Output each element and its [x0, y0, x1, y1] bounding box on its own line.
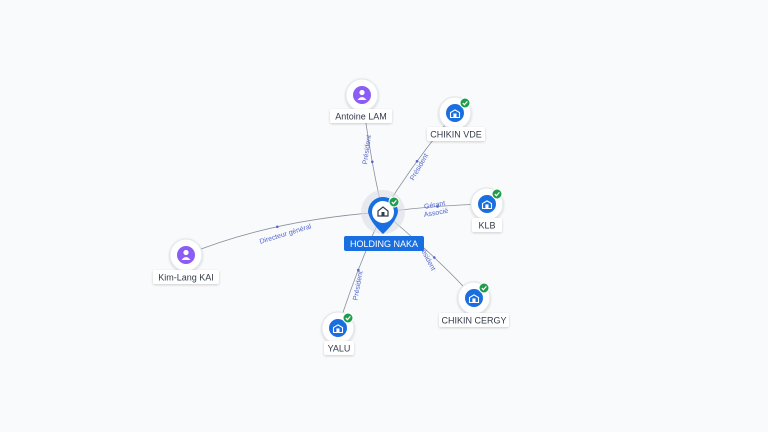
edge-label: Président	[362, 135, 373, 165]
node-label: KLB	[478, 221, 495, 231]
edge-arrow	[433, 256, 436, 259]
node-antoine[interactable]: Antoine LAM	[330, 78, 392, 123]
edge-label: Associé	[423, 208, 448, 219]
node-label-bg	[324, 341, 354, 355]
node-label: YALU	[328, 344, 351, 354]
node-label-bg	[427, 127, 485, 141]
node-chikin_cergy[interactable]: CHIKIN CERGY	[439, 281, 509, 327]
edge-label: Président	[353, 271, 365, 301]
node-label: Antoine LAM	[335, 112, 387, 122]
edge-arrow	[415, 160, 419, 163]
verified-check-icon	[491, 188, 503, 200]
node-chikin_vde[interactable]: CHIKIN VDE	[427, 96, 485, 141]
verified-check-icon	[388, 196, 400, 208]
company-icon	[377, 206, 389, 217]
node-label: CHIKIN CERGY	[441, 316, 506, 326]
node-kim[interactable]: Kim-Lang KAI	[153, 238, 219, 284]
node-label-bg	[330, 109, 392, 123]
node-label-bg	[153, 270, 219, 284]
verified-check-icon	[459, 97, 471, 109]
center-node[interactable]: HOLDING NAKA	[344, 190, 424, 251]
node-label-bg	[439, 313, 509, 327]
node-label-bg	[472, 218, 502, 232]
verified-check-icon	[478, 282, 490, 294]
edge-arrow	[371, 160, 374, 164]
node-yalu[interactable]: YALU	[321, 311, 355, 355]
node-label: CHIKIN VDE	[430, 130, 482, 140]
edge-arrow	[276, 225, 279, 229]
node-label: Kim-Lang KAI	[158, 273, 214, 283]
edge-arrow	[357, 268, 360, 272]
edge-arrow	[436, 205, 439, 208]
edge-label: Directeur général	[259, 223, 313, 246]
verified-check-icon	[342, 312, 354, 324]
edge-label: Gérant	[424, 200, 446, 211]
center-label-bg	[344, 236, 424, 251]
nodes-layer: Antoine LAM CHIKIN VDE KLB CHIKIN CERGY YALU…	[153, 78, 509, 355]
center-label: HOLDING NAKA	[350, 239, 418, 249]
node-klb[interactable]: KLB	[470, 187, 504, 232]
